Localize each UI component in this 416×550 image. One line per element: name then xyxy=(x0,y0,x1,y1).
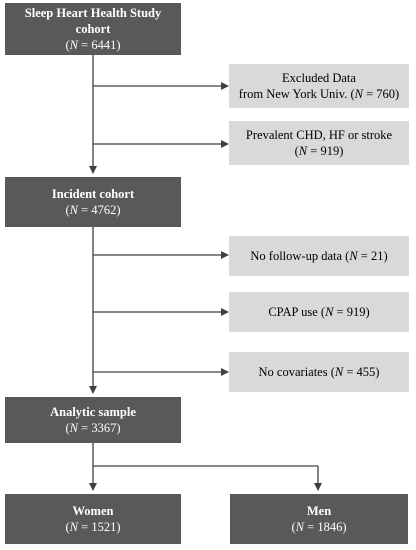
box-incident-cohort: Incident cohort (N = 4762) xyxy=(5,177,181,227)
box-title-cont: cohort xyxy=(75,22,111,36)
box-title: Incident cohort xyxy=(51,187,135,201)
box-no-followup: No follow-up data (N = 21) xyxy=(229,236,409,276)
box-count: from New York Univ. (N = 760) xyxy=(238,87,400,101)
box-title: Men xyxy=(306,504,332,518)
box-title: Prevalent CHD, HF or stroke xyxy=(245,128,393,142)
box-count: (N = 1846) xyxy=(291,520,347,534)
box-title: Analytic sample xyxy=(50,405,136,419)
box-prevalent: Prevalent CHD, HF or stroke (N = 919) xyxy=(229,121,409,165)
box-count: (N = 3367) xyxy=(65,421,121,435)
box-analytic-sample: Analytic sample (N = 3367) xyxy=(5,397,181,443)
box-title: Excluded Data xyxy=(282,71,356,85)
box-title: No follow-up data (N = 21) xyxy=(250,249,388,263)
box-title: CPAP use (N = 919) xyxy=(268,305,370,319)
box-count: (N = 919) xyxy=(294,144,344,158)
box-excluded-ny: Excluded Data from New York Univ. (N = 7… xyxy=(229,64,409,108)
box-men: Men (N = 1846) xyxy=(230,494,408,544)
box-count: (N = 6441) xyxy=(65,38,121,52)
box-title: Women xyxy=(72,504,114,518)
box-no-covariates: No covariates (N = 455) xyxy=(229,352,409,392)
box-title: No covariates (N = 455) xyxy=(258,365,380,379)
box-count: (N = 1521) xyxy=(65,520,121,534)
box-cpap: CPAP use (N = 919) xyxy=(229,292,409,332)
box-women: Women (N = 1521) xyxy=(5,494,181,544)
box-title: Sleep Heart Health Study xyxy=(24,6,162,20)
box-count: (N = 4762) xyxy=(65,203,121,217)
box-shhs-cohort: Sleep Heart Health Study cohort (N = 644… xyxy=(5,3,181,55)
